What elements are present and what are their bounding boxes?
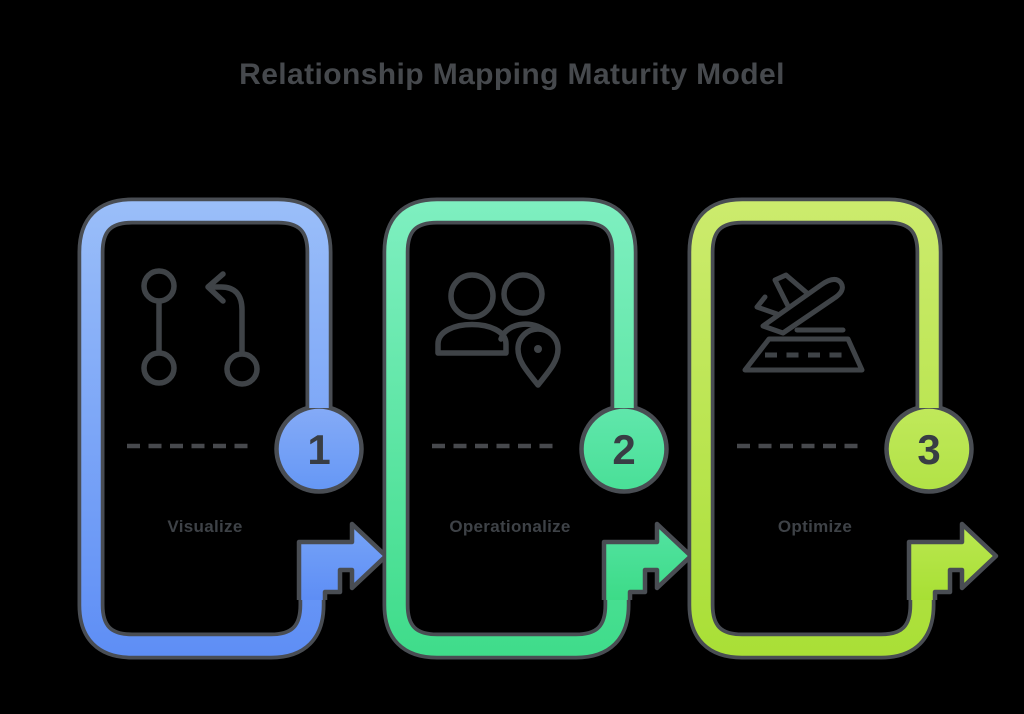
team-location-icon	[435, 272, 561, 388]
next-step-arrow	[296, 521, 389, 600]
stage-label: Optimize	[777, 517, 853, 536]
diagram-title: Relationship Mapping Maturity Model	[239, 58, 785, 91]
stage-3-band	[691, 201, 939, 656]
stage-label: Visualize	[167, 517, 243, 536]
stage-number: 2	[612, 426, 635, 473]
git-branch-icon	[141, 268, 260, 387]
next-step-arrow	[601, 521, 694, 600]
stage-optimize: 3 Optimize	[685, 195, 1024, 675]
stage-number: 3	[917, 426, 940, 473]
stage-1-graphic: 1	[77, 197, 389, 660]
stage-1-band	[81, 201, 329, 656]
stage-visualize: 1 Visualize	[75, 195, 415, 675]
stage-operationalize: 2 Operationalize	[380, 195, 720, 675]
stage-2-band	[386, 201, 634, 656]
stage-label: Operationalize	[449, 517, 571, 536]
plane-takeoff-icon	[742, 272, 865, 373]
next-step-arrow	[906, 521, 999, 600]
stage-3-graphic: 3	[687, 197, 999, 660]
stage-2-graphic: 2	[382, 197, 694, 660]
stage-number: 1	[307, 426, 330, 473]
